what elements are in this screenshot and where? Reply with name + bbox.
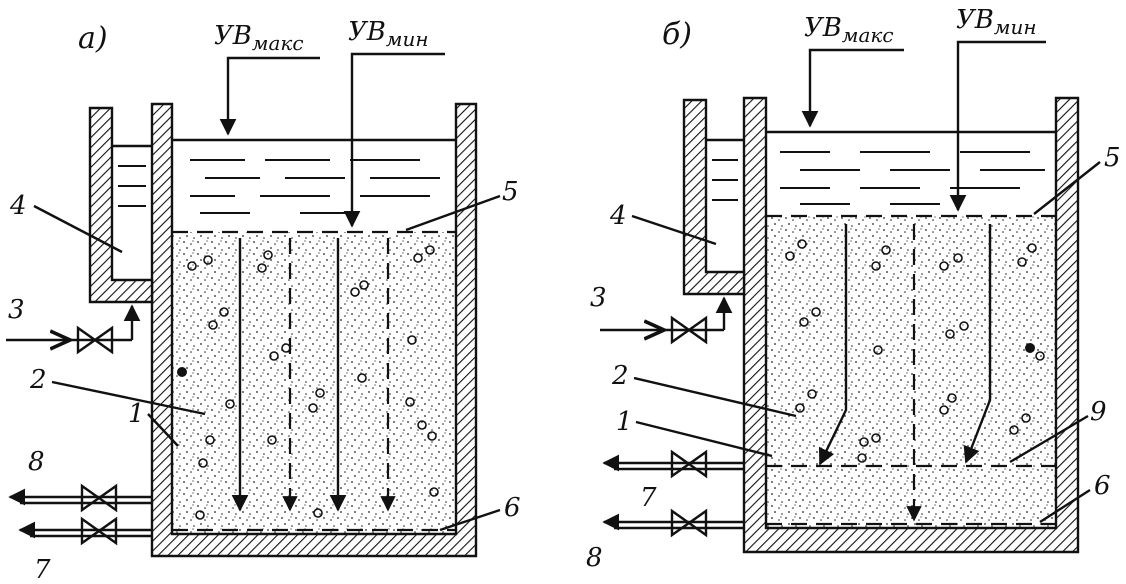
panel-b-outlet-8-valve-icon [670,508,708,538]
panel-b-label-5: 5 [1104,143,1121,173]
panel-b-uv-min-pointer [949,40,1046,212]
panel-a-outlet-8-valve-icon [80,483,118,513]
panel-b: б) [586,5,1121,573]
panel-b-flow-arrows [818,224,992,522]
panel-b-inlet-valve-icon [670,315,708,345]
panel-b-letter: б) [662,17,692,52]
panel-b-uv-min-label: УВмин [956,5,1037,39]
panel-a-letter: а) [78,21,108,56]
panel-a-grains [187,245,439,520]
panel-b-dark-grain [1025,343,1035,353]
panel-b-label-2: 2 [611,361,629,391]
panel-b-callouts: 1 2 3 4 5 6 7 8 9 [586,143,1121,573]
panel-b-label-9: 9 [1090,397,1107,427]
panel-a-callouts: 1 2 3 4 5 6 7 8 [8,177,521,584]
panel-a-uv-max-label: УВмакс [214,21,304,55]
panel-b-uv-max-pointer [801,48,904,128]
panel-b-water-ripples [780,151,1045,205]
panel-a-uv-min-label: УВмин [348,17,429,51]
panel-a-uv-max-pointer [219,56,320,136]
panel-a-label-1: 1 [128,399,145,429]
panel-b-side-vessel [682,98,746,296]
panel-a-inlet-pipe [6,304,141,355]
panel-a-label-6: 6 [504,493,521,523]
panel-a-label-5: 5 [502,177,519,207]
panel-a-outlet-7 [18,516,152,546]
panel-a-side-vessel [88,106,154,304]
panel-b-filter-media [766,216,1056,528]
panel-a-outlet-7-valve-icon [80,516,118,546]
panel-a-filter-media [172,232,456,534]
panel-a-flow-arrows [231,238,396,512]
panel-b-inlet-pipe [600,296,733,345]
panel-b-uv-max-label: УВмакс [804,13,894,47]
panel-a-tank-wall [150,102,478,558]
panel-a-label-8: 8 [28,447,45,477]
panel-b-grains [785,239,1045,463]
panel-b-label-4: 4 [609,201,627,231]
panel-b-outlet-7 [602,449,744,479]
panel-a-dark-grain [177,367,187,377]
panel-a-label-3: 3 [8,295,25,325]
panel-b-label-6: 6 [1094,471,1111,501]
panel-b-label-3: 3 [590,283,607,313]
panel-a-inlet-valve-icon [76,325,114,355]
panel-a-label-4: 4 [9,191,27,221]
panel-b-label-7: 7 [640,483,657,513]
panel-b-outlet-7-valve-icon [670,449,708,479]
panel-a: а) [6,17,521,584]
panel-b-outlet-8 [602,508,744,538]
panel-a-label-7: 7 [34,555,51,584]
panel-b-label-8: 8 [586,543,603,573]
panel-b-tank-wall [742,96,1080,554]
panel-a-uv-min-pointer [343,52,445,228]
panel-b-label-1: 1 [616,407,633,437]
panel-a-label-2: 2 [29,365,47,395]
panel-a-water-ripples [190,159,440,214]
panel-a-outlet-8 [8,483,152,513]
